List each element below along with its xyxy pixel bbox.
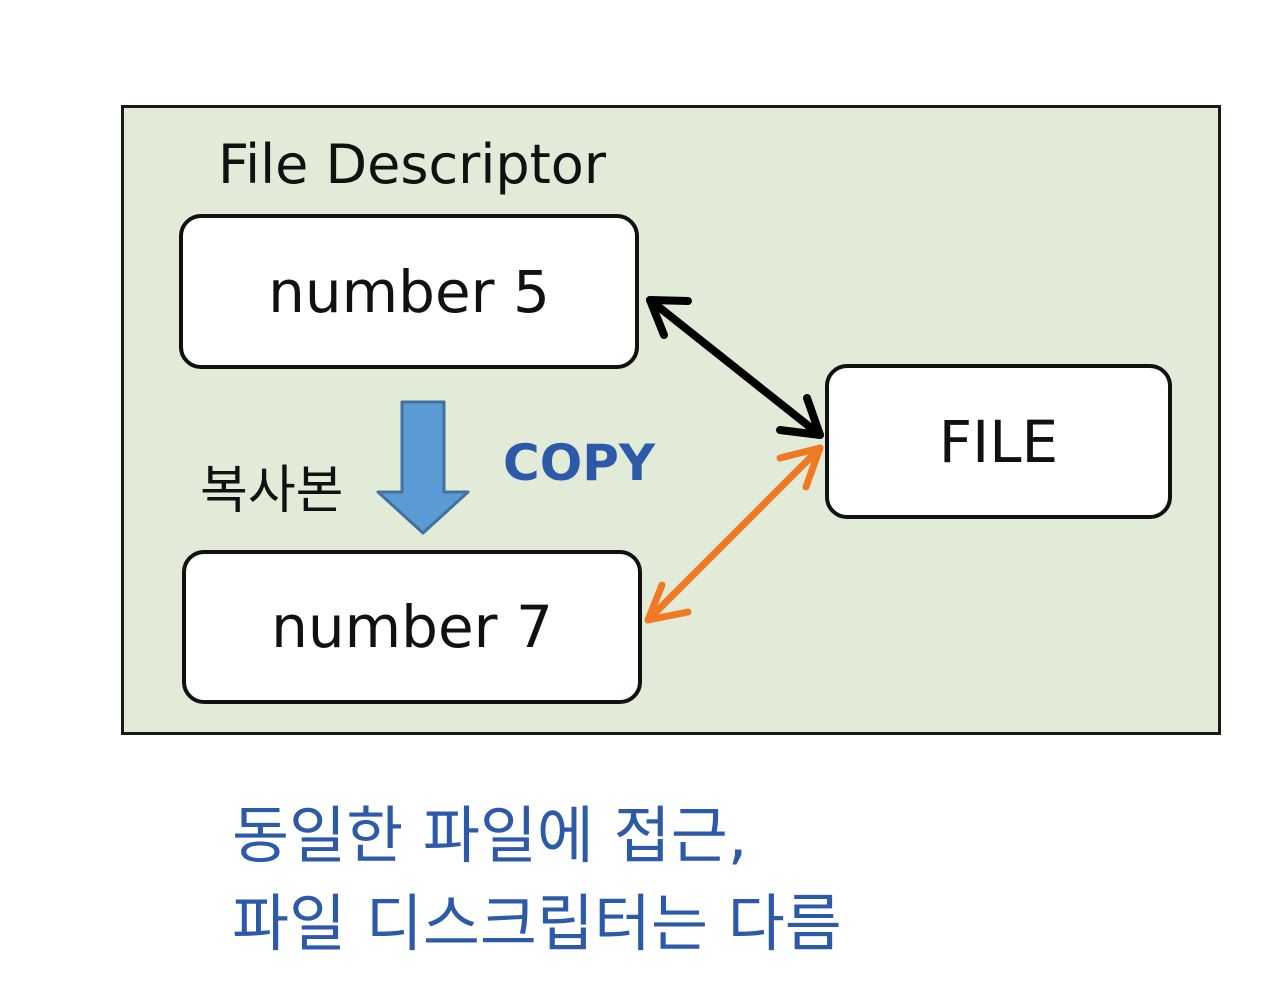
copy-link-head-end-icon — [776, 444, 824, 491]
descriptor-original-box: number 5 — [179, 214, 639, 369]
copy-link-head-start-icon — [644, 581, 692, 624]
caption: 동일한 파일에 접근, 파일 디스크립터는 다름 — [232, 792, 842, 968]
group-title: File Descriptor — [218, 133, 607, 196]
copy-label: COPY — [503, 434, 656, 492]
original-link-head-start-icon — [646, 296, 692, 339]
caption-line-1: 동일한 파일에 접근, — [232, 799, 748, 872]
copy-down-arrow-icon — [376, 400, 470, 535]
original-link-arrow — [646, 296, 824, 439]
original-link-head-end-icon — [776, 394, 824, 439]
caption-line-2: 파일 디스크립터는 다름 — [232, 887, 842, 960]
file-label: FILE — [938, 407, 1059, 476]
descriptor-copy-label: number 7 — [271, 593, 553, 661]
copy-side-label: 복사본 — [200, 461, 344, 521]
copy-link-arrow — [644, 444, 824, 624]
file-box: FILE — [825, 364, 1172, 519]
descriptor-original-label: number 5 — [268, 257, 550, 326]
descriptor-copy-box: number 7 — [182, 550, 642, 704]
